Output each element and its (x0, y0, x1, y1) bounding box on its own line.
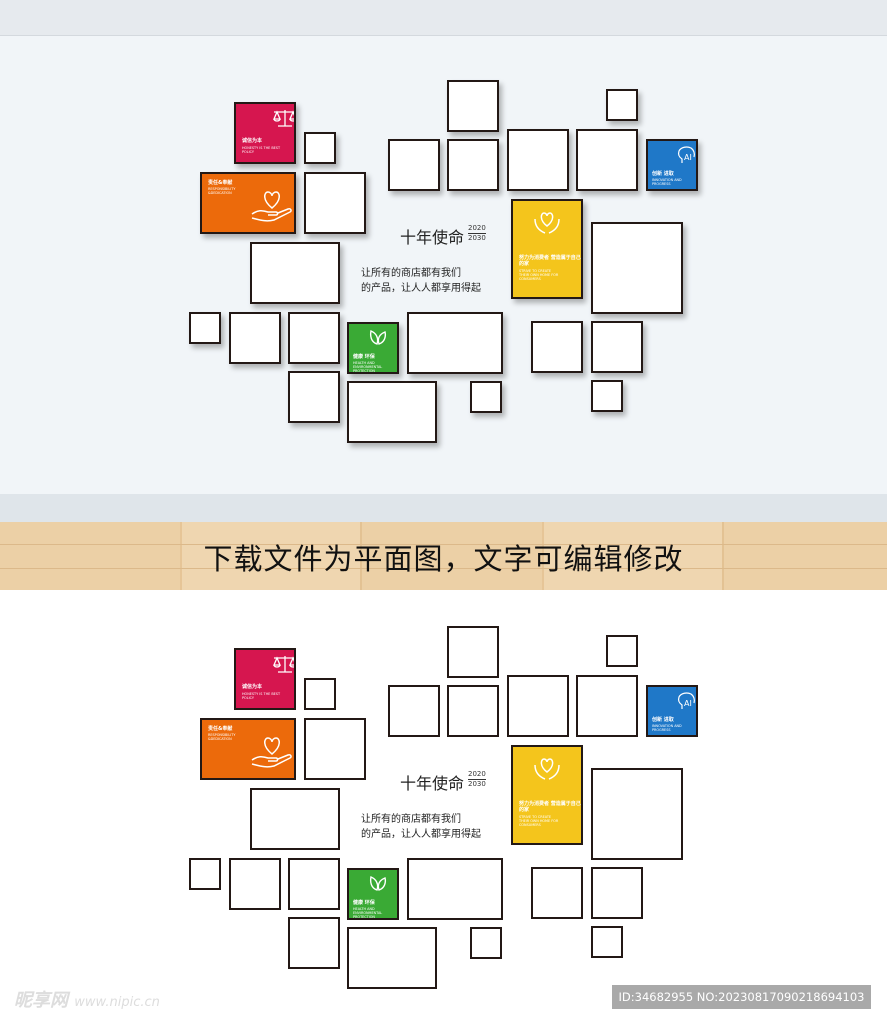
empty-photo-frame (606, 635, 638, 667)
ai-head-icon: AI (676, 145, 696, 171)
red-value-panel: 诚信为本 HONESTY IS THE BEST POLICY (234, 102, 296, 164)
empty-photo-frame (576, 675, 638, 737)
leaf-icon (367, 874, 389, 896)
panel-subtitle: HEALTH AND ENVIRONMENTAL PROTECTION (353, 907, 383, 919)
panel-subtitle: HONESTY IS THE BEST POLICY (242, 692, 281, 700)
panel-title: 诚信为本 (242, 684, 263, 690)
empty-photo-frame (447, 139, 499, 191)
panel-subtitle: STRIVE TO CREATE THEIR OWN HOME FOR CONS… (519, 269, 559, 281)
empty-photo-frame (531, 867, 583, 919)
empty-photo-frame (507, 675, 569, 737)
empty-photo-frame (576, 129, 638, 191)
panel-title: 健康 环保 (353, 354, 375, 360)
svg-text:AI: AI (684, 153, 692, 162)
empty-photo-frame (591, 321, 643, 373)
mission-slogan: 让所有的商店都有我们的产品，让人人都享用得起 (361, 268, 481, 294)
panel-title: 努力为消费者 营造属于自己的家 (519, 255, 581, 267)
empty-photo-frame (531, 321, 583, 373)
empty-photo-frame (288, 917, 340, 969)
wood-floor (0, 522, 887, 590)
empty-photo-frame (229, 312, 281, 364)
id-badge: ID:34682955 NO:20230817090218694103 (612, 985, 871, 1009)
empty-photo-frame (288, 312, 340, 364)
empty-photo-frame (304, 132, 336, 164)
panel-title: 责任&奉献 (208, 726, 233, 732)
empty-photo-frame (591, 380, 623, 412)
empty-photo-frame (606, 89, 638, 121)
heart-hand-icon (248, 188, 294, 228)
empty-photo-frame (470, 381, 502, 413)
panel-subtitle: HEALTH AND ENVIRONMENTAL PROTECTION (353, 361, 383, 373)
red-value-panel: 诚信为本 HONESTY IS THE BEST POLICY (234, 648, 296, 710)
panel-title: 努力为消费者 营造属于自己的家 (519, 801, 581, 813)
yellow-value-panel: 努力为消费者 营造属于自己的家 STRIVE TO CREATE THEIR OW… (511, 199, 583, 299)
empty-photo-frame (591, 867, 643, 919)
empty-photo-frame (470, 927, 502, 959)
heart-hand-icon (248, 734, 294, 774)
panel-subtitle: STRIVE TO CREATE THEIR OWN HOME FOR CONS… (519, 815, 559, 827)
empty-photo-frame (189, 312, 221, 344)
empty-photo-frame (347, 381, 437, 443)
baseboard (0, 494, 887, 522)
scales-icon (270, 108, 294, 132)
panel-subtitle: HONESTY IS THE BEST POLICY (242, 146, 281, 154)
empty-photo-frame (288, 858, 340, 910)
empty-photo-frame (591, 768, 683, 860)
svg-text:AI: AI (684, 699, 692, 708)
panel-title: 责任&奉献 (208, 180, 233, 186)
panel-subtitle: INNOVATION AND PROGRESS (652, 724, 682, 732)
empty-photo-frame (591, 926, 623, 958)
empty-photo-frame (229, 858, 281, 910)
panel-title: 诚信为本 (242, 138, 263, 144)
mission-heading: 十年使命 (400, 774, 465, 793)
mission-heading: 十年使命 (400, 228, 465, 247)
panel-subtitle: RESPONSIBILITY &DEDICATION (208, 187, 236, 195)
empty-photo-frame (447, 80, 499, 132)
ceiling-strip (0, 0, 887, 36)
panel-subtitle: INNOVATION AND PROGRESS (652, 178, 682, 186)
heart-hands-icon (531, 209, 563, 243)
empty-photo-frame (304, 172, 366, 234)
mission-slogan: 让所有的商店都有我们的产品，让人人都享用得起 (361, 814, 481, 840)
heart-hands-icon (531, 755, 563, 789)
leaf-icon (367, 328, 389, 350)
empty-photo-frame (507, 129, 569, 191)
empty-photo-frame (304, 678, 336, 710)
empty-photo-frame (407, 858, 503, 920)
empty-photo-frame (347, 927, 437, 989)
empty-photo-frame (288, 371, 340, 423)
wall-background (0, 36, 887, 494)
empty-photo-frame (189, 858, 221, 890)
empty-photo-frame (388, 139, 440, 191)
empty-photo-frame (250, 788, 340, 850)
empty-photo-frame (250, 242, 340, 304)
empty-photo-frame (407, 312, 503, 374)
empty-photo-frame (447, 685, 499, 737)
empty-photo-frame (447, 626, 499, 678)
ai-head-icon: AI (676, 691, 696, 717)
scales-icon (270, 654, 294, 678)
watermark-logo: 昵享网 www.nipic.cn (14, 990, 160, 1011)
panel-title: 健康 环保 (353, 900, 375, 906)
panel-title: 创新 进取 (652, 717, 674, 723)
empty-photo-frame (591, 222, 683, 314)
empty-photo-frame (304, 718, 366, 780)
panel-title: 创新 进取 (652, 171, 674, 177)
yellow-value-panel: 努力为消费者 营造属于自己的家 STRIVE TO CREATE THEIR OW… (511, 745, 583, 845)
panel-subtitle: RESPONSIBILITY &DEDICATION (208, 733, 236, 741)
empty-photo-frame (388, 685, 440, 737)
banner-text: 下载文件为平面图，文字可编辑修改 (203, 542, 684, 576)
